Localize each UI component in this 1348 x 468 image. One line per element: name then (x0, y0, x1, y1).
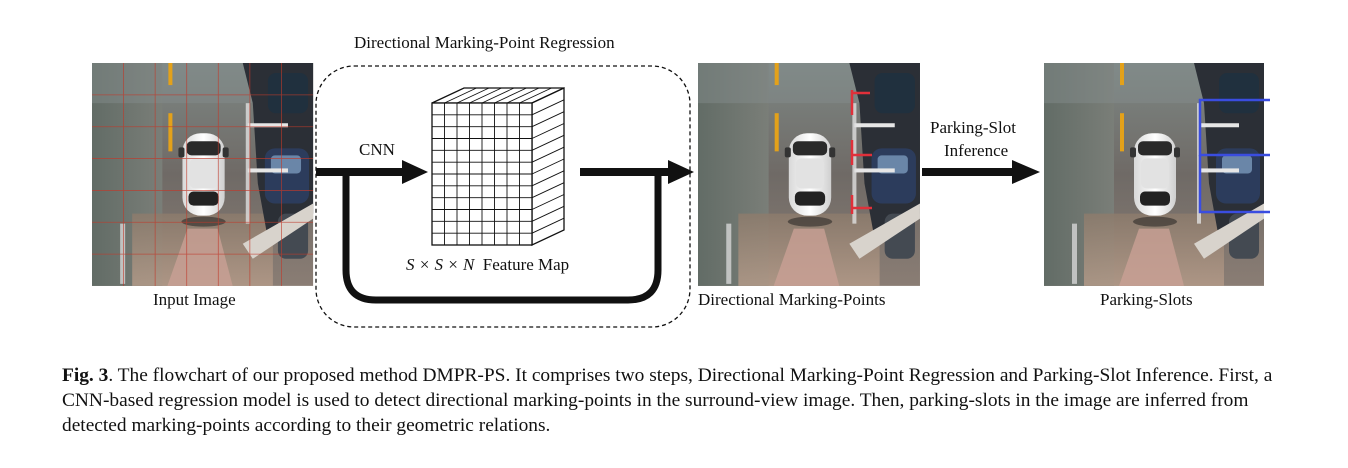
flowchart-diagram (92, 63, 1270, 328)
inference-label-line2: Inference (944, 141, 1009, 160)
inference-label-line1: Parking-Slot (930, 118, 1016, 137)
arrow-cnn (316, 160, 428, 184)
feature-map-math: S × S × N (406, 255, 475, 274)
parking-slots-panel (1044, 63, 1270, 286)
regression-title: Directional Marking-Point Regression (354, 33, 615, 52)
grid-overlay (92, 63, 313, 286)
feature-map-label: S × S × N Feature Map (406, 255, 569, 275)
caption-label: Fig. 3 (62, 365, 109, 386)
arrow-to-marking-points (580, 160, 694, 184)
arrow-inference (922, 160, 1040, 184)
parking-slots-label: Parking-Slots (1100, 290, 1193, 309)
input-image-label: Input Image (153, 290, 236, 309)
marking-points-panel (698, 63, 920, 286)
marking-point-overlay (850, 90, 872, 214)
input-image-panel (92, 63, 314, 286)
feature-map-text: Feature Map (482, 255, 570, 274)
feature-map-block (431, 86, 565, 247)
caption-text: . The flowchart of our proposed method D… (62, 365, 1273, 436)
parking-slot-overlay (1198, 98, 1270, 214)
figure-caption: Fig. 3. The flowchart of our proposed me… (62, 363, 1294, 438)
regression-box (315, 65, 691, 328)
cnn-label: CNN (359, 140, 395, 159)
feedback-loop (342, 172, 662, 304)
marking-points-label: Directional Marking-Points (698, 290, 886, 309)
